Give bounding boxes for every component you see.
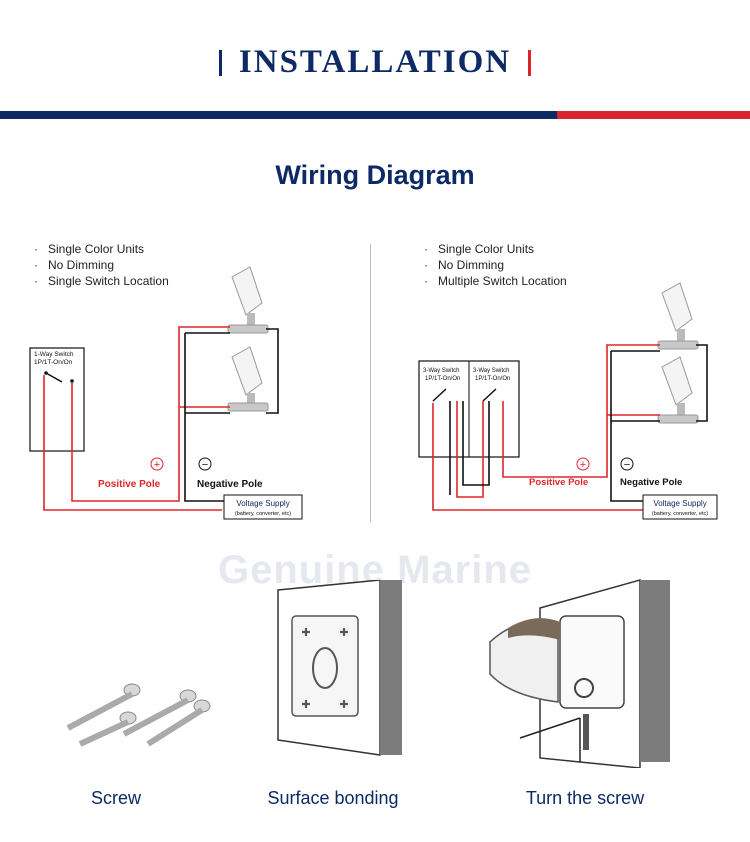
mounting-plate-icon: ✚ ✚ ✚ ✚ [277, 580, 402, 756]
positive-pole-icon [576, 457, 590, 471]
switch-lever [45, 372, 63, 383]
positive-pole-icon [150, 457, 164, 471]
list-item: · Multiple Switch Location [424, 274, 567, 288]
switch-label: 1-Way Switch [34, 351, 74, 358]
switch-box [29, 347, 85, 452]
title-bar-left [219, 49, 223, 76]
list-item: · No Dimming [34, 258, 115, 272]
svg-text:−: − [202, 459, 208, 471]
svg-text:✚: ✚ [339, 699, 348, 711]
supply-sublabel: (battery, converter, etc) [652, 511, 708, 517]
page-header: INSTALLATION [0, 44, 750, 94]
switch-label: 1P/1T-On/On [34, 359, 73, 366]
negative-pole-icon [620, 457, 634, 471]
wiring [432, 344, 708, 511]
right-wiring-diagram: 3-Way Switch 1P/1T-On/On 3-Way Switch 1P… [418, 282, 718, 520]
title-bar-right [527, 49, 531, 76]
step-label: Surface bonding [267, 788, 399, 808]
step-label: Turn the screw [525, 788, 645, 808]
switch-label: 1P/1T-On/On [425, 376, 460, 382]
light-fixture-install-icon [489, 579, 670, 768]
diagram-divider [370, 244, 371, 522]
light-fixture-icon [657, 356, 699, 424]
switch-label: 1P/1T-On/On [475, 376, 510, 382]
switch-label: 3-Way Switch [473, 368, 509, 374]
voltage-supply-box [642, 494, 718, 520]
page-title: INSTALLATION [238, 44, 512, 80]
light-fixture-icon [657, 282, 699, 350]
list-item: · Single Color Units [34, 242, 145, 256]
svg-text:✚: ✚ [339, 627, 348, 639]
supply-label: Voltage Supply [236, 499, 289, 508]
positive-pole-label: Positive Pole [529, 477, 588, 488]
svg-text:+: + [580, 459, 586, 471]
right-feature-list: · Single Color Units · No Dimming · Mult… [424, 241, 567, 289]
header-stripe-blue [0, 111, 557, 119]
supply-sublabel: (battery, converter, etc) [235, 511, 291, 517]
positive-pole-label: Positive Pole [98, 479, 161, 490]
list-item: · Single Color Units [424, 242, 535, 256]
left-wiring-diagram: 1-Way Switch 1P/1T-On/On + − Positive Po… [29, 266, 303, 520]
negative-pole-icon [198, 457, 212, 471]
switch-lever [482, 388, 497, 402]
wiring [43, 326, 279, 511]
supply-label: Voltage Supply [653, 499, 706, 508]
voltage-supply-box [223, 494, 303, 520]
svg-text:✚: ✚ [301, 699, 310, 711]
switch-lever [432, 388, 447, 402]
negative-pole-label: Negative Pole [197, 479, 263, 490]
svg-text:−: − [624, 459, 630, 471]
header-stripe-red [557, 111, 750, 119]
list-item: · No Dimming [424, 258, 505, 272]
switch-label: 3-Way Switch [423, 368, 459, 374]
light-fixture-icon [227, 346, 269, 412]
step-label: Screw [90, 788, 141, 808]
section-title: Wiring Diagram [275, 160, 475, 190]
left-feature-list: · Single Color Units · No Dimming · Sing… [34, 241, 169, 289]
list-item: · Single Switch Location [34, 274, 169, 288]
negative-pole-label: Negative Pole [620, 477, 682, 488]
svg-text:✚: ✚ [301, 627, 310, 639]
screw-icon [66, 683, 211, 747]
svg-text:+: + [154, 459, 160, 471]
light-fixture-icon [227, 266, 269, 334]
